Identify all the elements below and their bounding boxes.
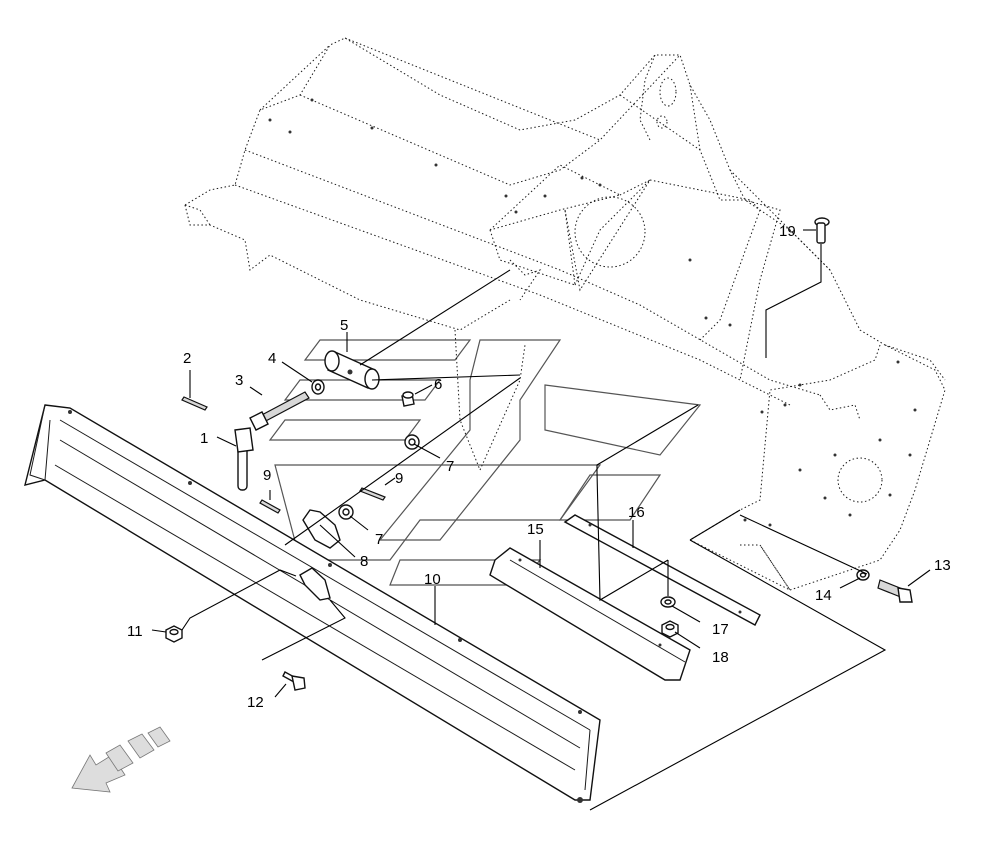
strip-15 — [489, 547, 691, 681]
strip-16 — [563, 514, 761, 626]
cylinder-5 — [324, 350, 380, 390]
callout-4: 4 — [268, 350, 276, 367]
callout-12: 12 — [247, 694, 264, 711]
pin-2 — [181, 396, 208, 411]
callout-7-upper: 7 — [446, 458, 454, 475]
rod-1 — [234, 427, 254, 491]
bolt-13 — [877, 579, 913, 603]
callout-2: 2 — [183, 350, 191, 367]
callout-15: 15 — [527, 521, 544, 538]
callout-13: 13 — [934, 557, 951, 574]
bracket-8 — [299, 509, 341, 601]
callout-6: 6 — [434, 376, 442, 393]
washer-14 — [856, 569, 870, 581]
callout-11: 11 — [127, 623, 143, 640]
threaded-rod-3 — [249, 391, 310, 431]
pin-9-right — [359, 487, 386, 501]
callout-17: 17 — [712, 621, 729, 638]
callout-18: 18 — [712, 649, 729, 666]
callout-16: 16 — [628, 504, 645, 521]
nut-4 — [311, 379, 325, 395]
bolt-12 — [282, 671, 306, 691]
callout-19: 19 — [779, 223, 796, 240]
main-frame — [184, 37, 946, 592]
callout-9-left: 9 — [263, 467, 271, 484]
washer-7-upper — [404, 434, 420, 450]
callout-8: 8 — [360, 553, 368, 570]
callout-3: 3 — [235, 372, 243, 389]
callout-10: 10 — [424, 571, 441, 588]
pin-19 — [814, 217, 830, 244]
nut-11 — [165, 625, 183, 643]
pin-6 — [401, 391, 415, 407]
pin-9-left — [259, 499, 281, 514]
callout-14: 14 — [815, 587, 832, 604]
callout-5: 5 — [340, 317, 348, 334]
washer-7-lower — [338, 504, 354, 520]
washer-17 — [660, 596, 676, 608]
direction-arrow-icon — [71, 726, 171, 793]
callout-9-right: 9 — [395, 470, 403, 487]
nut-18 — [661, 620, 679, 638]
callout-7-lower: 7 — [375, 531, 383, 548]
frame-holes — [268, 98, 917, 527]
leader-lines — [151, 229, 931, 811]
callout-1: 1 — [200, 430, 208, 447]
watermark-logo — [268, 339, 702, 586]
callout-labels: 1 2 3 4 5 6 7 7 8 9 9 10 11 12 13 14 15 … — [127, 223, 951, 711]
